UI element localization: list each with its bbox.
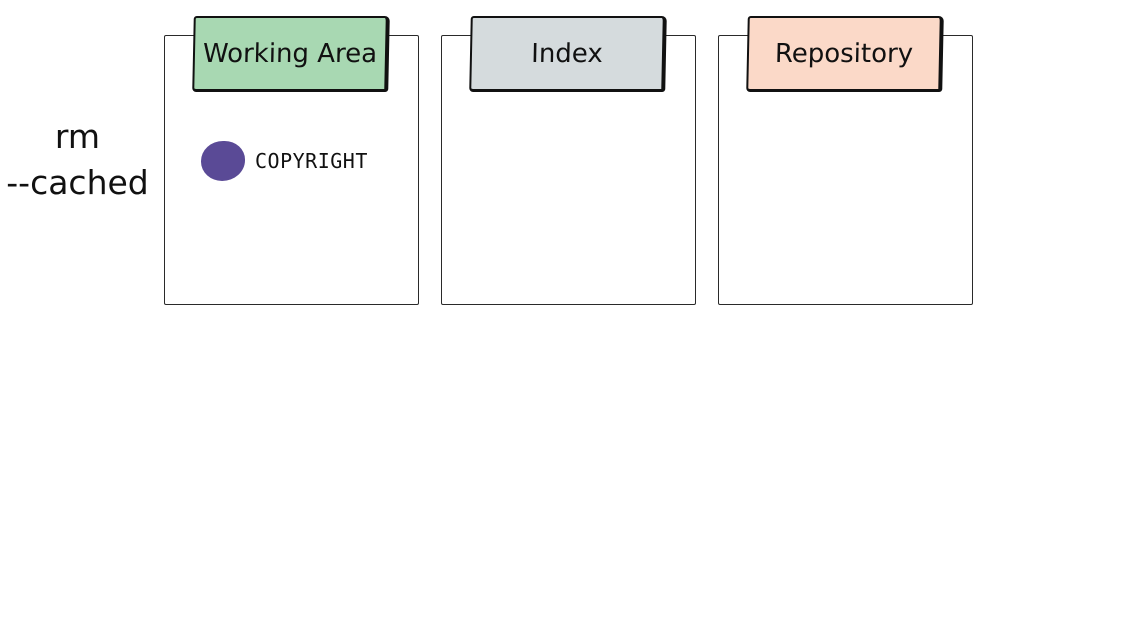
repository-title: Repository bbox=[774, 38, 914, 69]
file-name: COPYRIGHT bbox=[255, 149, 368, 173]
command-name: rm bbox=[54, 117, 101, 156]
index-title: Index bbox=[530, 38, 604, 69]
file-dot-icon bbox=[201, 141, 245, 181]
working-area-title: Working Area bbox=[202, 38, 378, 69]
index-tab: Index bbox=[469, 16, 667, 92]
command-flag: --cached bbox=[6, 163, 149, 202]
repository-tab: Repository bbox=[746, 16, 944, 92]
file-item-copyright: COPYRIGHT bbox=[201, 141, 368, 181]
working-area-tab: Working Area bbox=[192, 16, 390, 92]
index-panel: Index bbox=[441, 16, 696, 305]
repository-panel: Repository bbox=[718, 16, 973, 305]
command-label: rm --cached bbox=[0, 114, 155, 206]
working-area-panel: Working Area COPYRIGHT bbox=[164, 16, 419, 305]
